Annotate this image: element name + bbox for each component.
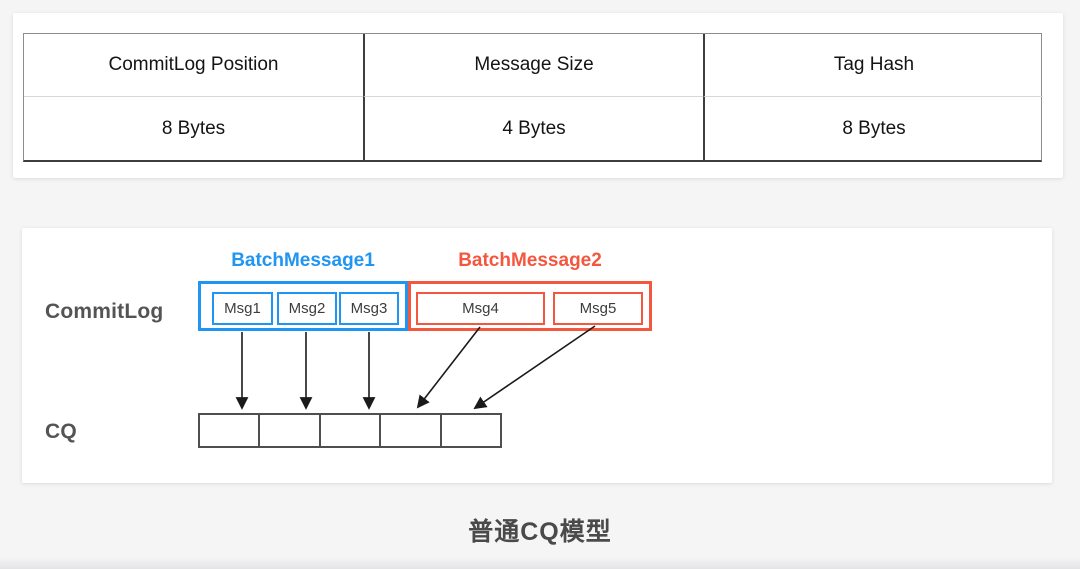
msg4-box: Msg4 <box>416 292 545 325</box>
figure-caption-text: 普通CQ模型 <box>468 518 612 546</box>
table-value-tag-hash: 8 Bytes <box>703 97 1043 161</box>
record-structure-table: CommitLog Position Message Size Tag Hash… <box>23 33 1043 162</box>
msg1-box: Msg1 <box>212 292 273 325</box>
figure-caption: 普通CQ模型 <box>0 512 1080 548</box>
table-header-tag-hash: Tag Hash <box>703 34 1043 97</box>
batch-message-2-label: BatchMessage2 <box>458 250 602 271</box>
cq-slot-1 <box>200 415 261 446</box>
cq-slot-5 <box>442 415 500 446</box>
msg2-box: Msg2 <box>277 292 337 325</box>
record-structure-card: CommitLog Position Message Size Tag Hash… <box>13 13 1063 178</box>
table-header-message-size: Message Size <box>363 34 703 97</box>
table-value-commitlog-position: 8 Bytes <box>161 118 226 139</box>
cq-row-label: CQ <box>45 420 77 443</box>
msg3-box: Msg3 <box>339 292 399 325</box>
batch-message-1-label: BatchMessage1 <box>231 250 375 271</box>
cq-slot-4 <box>381 415 442 446</box>
cq-slot-3 <box>321 415 382 446</box>
msg5-box: Msg5 <box>553 292 643 325</box>
table-header-commitlog-position: CommitLog Position <box>24 34 363 97</box>
cq-slot-row <box>198 413 502 448</box>
table-value-message-size: 4 Bytes <box>363 97 703 161</box>
cq-model-diagram-card: BatchMessage1 BatchMessage2 CommitLog Ms… <box>22 228 1052 483</box>
arrow-msg4-to-cq <box>416 326 481 409</box>
arrow-msg5-to-cq <box>473 325 596 410</box>
bottom-edge-shadow <box>0 557 1080 569</box>
commitlog-row-label: CommitLog <box>45 300 164 323</box>
cq-slot-2 <box>260 415 321 446</box>
